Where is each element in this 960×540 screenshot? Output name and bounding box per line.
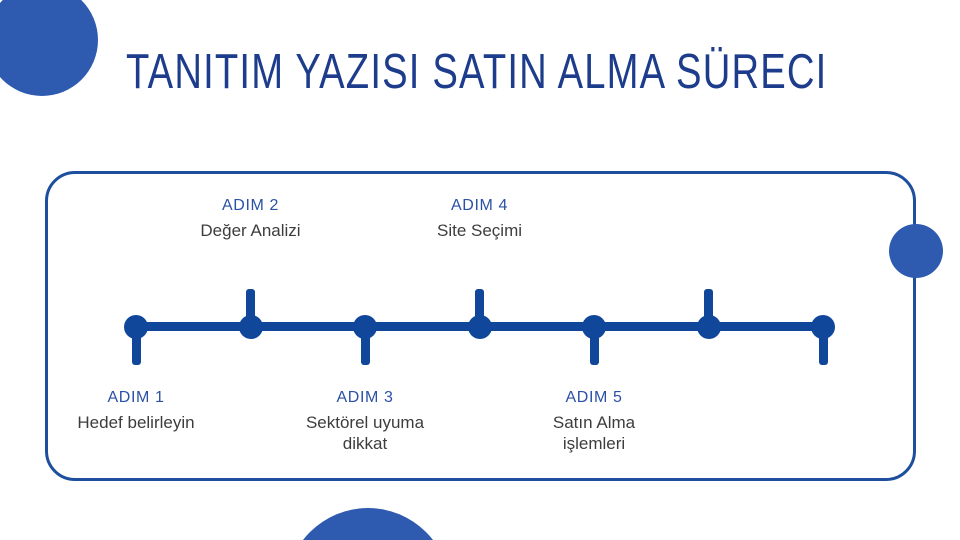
step-group: ADIM 4 Site Seçimi bbox=[370, 197, 590, 241]
timeline-stem bbox=[360, 327, 370, 365]
timeline-stem bbox=[246, 289, 255, 327]
timeline-node bbox=[696, 315, 721, 339]
timeline-stem bbox=[704, 289, 713, 327]
step-description: Değer Analizi bbox=[200, 221, 301, 240]
timeline-node bbox=[811, 315, 835, 339]
step-description: Sektörel uyuma dikkat bbox=[305, 413, 425, 453]
timeline-stem bbox=[589, 327, 599, 365]
step-description: Hedef belirleyin bbox=[77, 413, 195, 432]
step-group: ADIM 1 Hedef belirleyin bbox=[26, 389, 246, 433]
timeline-stem bbox=[475, 289, 484, 327]
timeline-stem bbox=[131, 327, 141, 365]
step-description: Satın Alma işlemleri bbox=[552, 413, 636, 453]
slide-title: TANITIM YAZISI SATIN ALMA SÜRECI bbox=[126, 45, 828, 99]
step-label: ADIM 4 bbox=[451, 197, 508, 214]
timeline-stem bbox=[818, 327, 828, 365]
timeline-node bbox=[467, 315, 492, 339]
step-group: ADIM 2 Değer Analizi bbox=[141, 197, 361, 241]
step-group: ADIM 5 Satın Alma işlemleri bbox=[484, 389, 704, 454]
step-group: ADIM 3 Sektörel uyuma dikkat bbox=[255, 389, 475, 454]
timeline-node bbox=[238, 315, 263, 339]
timeline-node bbox=[582, 315, 606, 339]
step-label: ADIM 3 bbox=[336, 389, 394, 406]
timeline-node bbox=[124, 315, 148, 339]
step-label: ADIM 1 bbox=[107, 389, 165, 406]
step-label: ADIM 5 bbox=[565, 389, 623, 406]
step-label: ADIM 2 bbox=[222, 197, 279, 214]
timeline-node bbox=[353, 315, 377, 339]
decorative-circle-right-icon bbox=[889, 224, 943, 278]
step-description: Site Seçimi bbox=[436, 221, 523, 240]
